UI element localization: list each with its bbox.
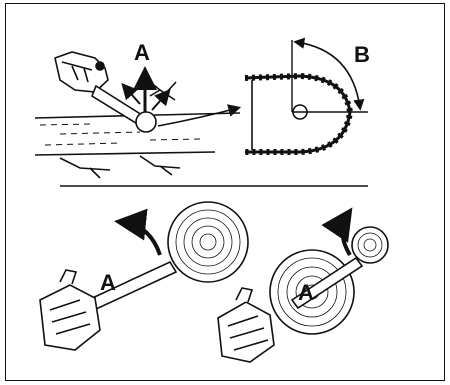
label-b-top: B [354, 42, 370, 67]
bottom-right-small-log [352, 227, 388, 263]
bottom-left-kickback-arrow [122, 222, 160, 255]
top-scene-log [35, 82, 240, 178]
zoom-pointer-arrow [158, 108, 238, 126]
label-a-top: A [134, 40, 150, 65]
bottom-right-kickback-arrow [342, 214, 350, 255]
top-kickback-arrows [124, 72, 168, 112]
label-a-left: A [100, 270, 116, 295]
label-a-right: A [298, 280, 314, 305]
bottom-left-log-end [168, 202, 248, 282]
bar-nose-enlargement [245, 76, 350, 152]
